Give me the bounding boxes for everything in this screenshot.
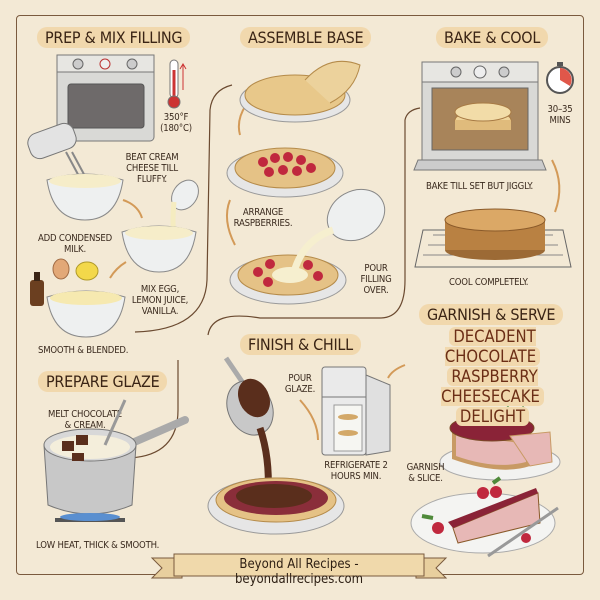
step-cool-completely: COOL COMPLETELY. bbox=[449, 277, 529, 288]
title-line-2: RASPBERRY CHEESECAKE bbox=[441, 367, 544, 406]
title-line-1: DECADENT CHOCOLATE bbox=[444, 327, 541, 366]
plated-slice-icon bbox=[410, 476, 559, 558]
raspberry-pie-icon bbox=[226, 147, 344, 198]
cooling-rack-cheesecake-icon bbox=[414, 208, 572, 268]
bake-time-label: 30–35 MINS bbox=[547, 104, 573, 126]
step-pour-filling: POUR FILLING OVER. bbox=[360, 263, 392, 296]
step-mix-egg-lemon-vanilla: MIX EGG, LEMON JUICE, VANILLA. bbox=[131, 284, 189, 317]
pouring-cup-icon bbox=[170, 179, 199, 239]
thermometer-icon bbox=[167, 59, 187, 109]
pour-filling-icon bbox=[229, 188, 386, 305]
mixing-bowl-2 bbox=[121, 225, 197, 273]
heading-garnish-serve: GARNISH & SERVE bbox=[419, 304, 564, 325]
title-line-3: DELIGHT bbox=[455, 407, 530, 426]
whole-cheesecake-icon bbox=[439, 405, 561, 481]
heading-assemble-base: ASSEMBLE BASE bbox=[240, 27, 372, 48]
footer-ribbon bbox=[150, 553, 448, 579]
step-smooth-blended: SMOOTH & BLENDED. bbox=[38, 345, 129, 356]
recipe-title: DECADENT CHOCOLATE RASPBERRY CHEESECAKE … bbox=[400, 327, 585, 427]
heading-finish-chill: FINISH & CHILL bbox=[240, 334, 361, 355]
heading-prep-mix-filling: PREP & MIX FILLING bbox=[37, 27, 191, 48]
pie-crust-icon bbox=[239, 60, 361, 123]
refrigerator-icon bbox=[321, 366, 391, 456]
mixing-bowl-3 bbox=[46, 290, 126, 338]
step-garnish-slice: GARNISH & SLICE. bbox=[406, 462, 445, 484]
heading-prepare-glaze: PREPARE GLAZE bbox=[38, 371, 168, 392]
heading-bake-cool: BAKE & COOL bbox=[436, 27, 549, 48]
mixing-bowl-1 bbox=[46, 173, 124, 221]
baking-oven-icon bbox=[413, 61, 547, 171]
step-add-condensed-milk: ADD CONDENSED MILK. bbox=[38, 233, 112, 255]
step-beat-cream-cheese: BEAT CREAM CHEESE TILL FLUFFY. bbox=[125, 152, 179, 185]
pour-glaze-pie-icon bbox=[207, 356, 345, 535]
step-refrigerate: REFRIGERATE 2 HOURS MIN. bbox=[324, 460, 388, 482]
step-pour-glaze: POUR GLAZE. bbox=[284, 373, 316, 395]
saucepan-icon bbox=[43, 399, 189, 522]
step-melt-chocolate: MELT CHOCOLATE & CREAM. bbox=[48, 409, 122, 431]
step-arrange-raspberries: ARRANGE RASPBERRIES. bbox=[233, 207, 293, 229]
footer-banner-text: Beyond All Recipes - beyondallrecipes.co… bbox=[234, 557, 363, 587]
egg-lemon-vanilla-icons bbox=[30, 258, 99, 306]
oven-icon bbox=[56, 54, 155, 142]
step-low-heat: LOW HEAT, THICK & SMOOTH. bbox=[36, 540, 160, 551]
stopwatch-icon bbox=[546, 62, 574, 94]
step-bake-till-set: BAKE TILL SET BUT JIGGLY. bbox=[426, 181, 533, 192]
oven-temperature-label: 350°F (180°C) bbox=[160, 112, 192, 134]
